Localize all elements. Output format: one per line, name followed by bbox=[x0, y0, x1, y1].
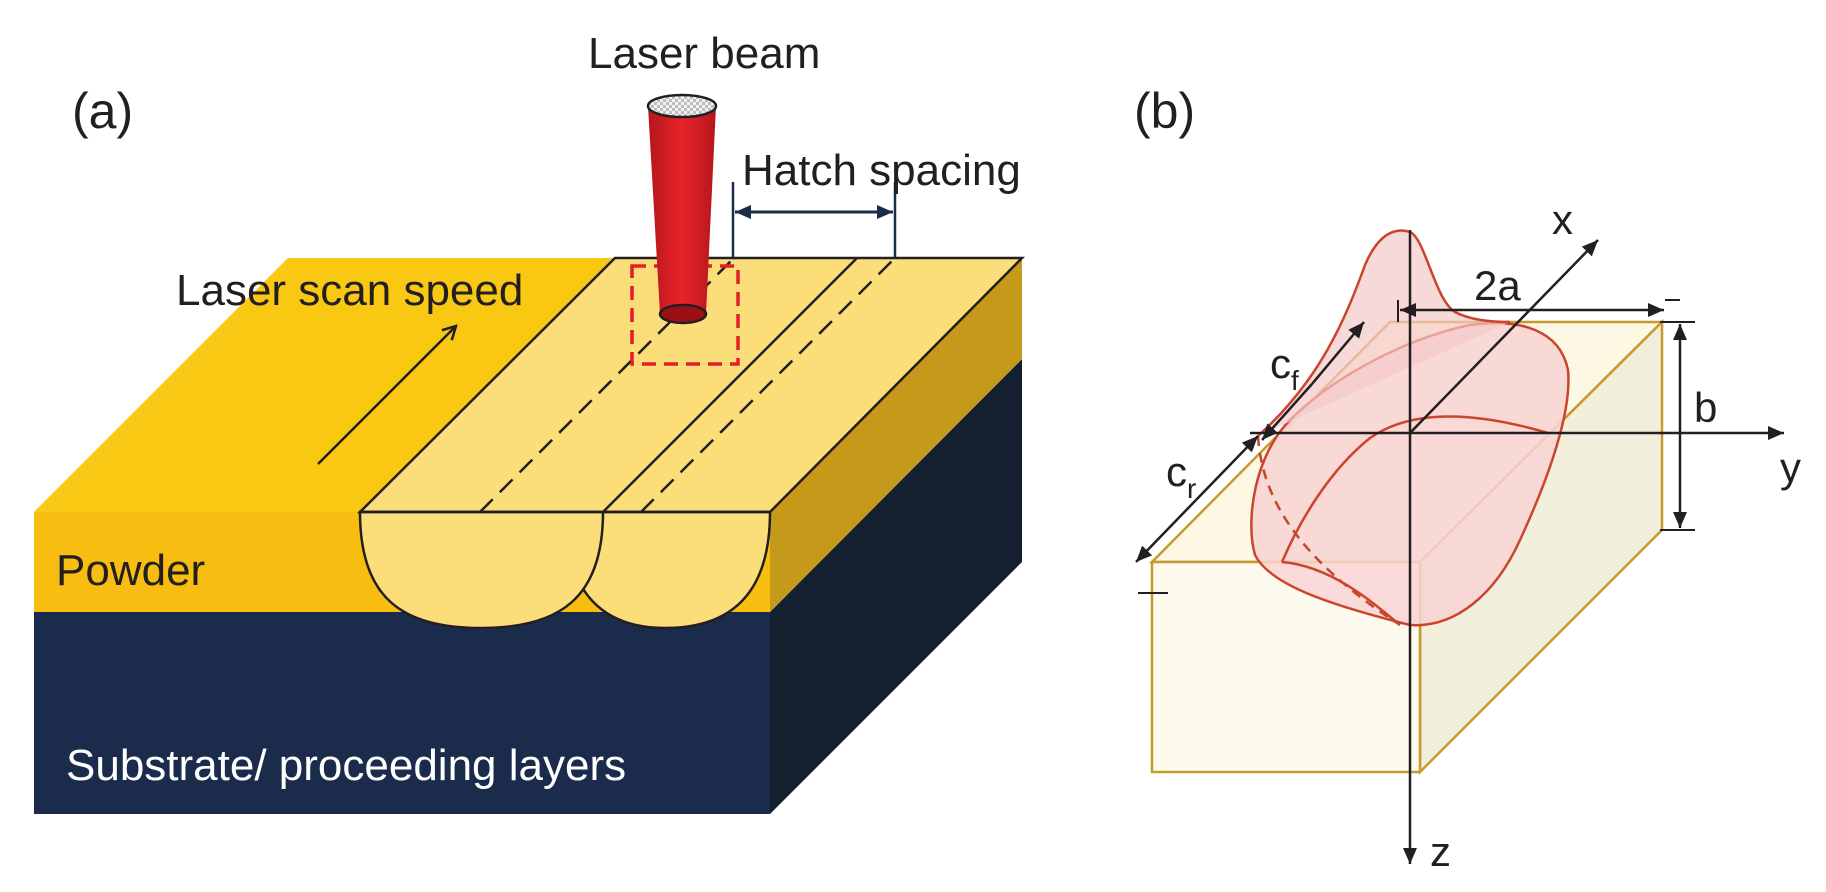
panel-b: (b) x y z 2a b cf cr bbox=[1134, 83, 1801, 875]
scan-direction-arrow bbox=[317, 326, 456, 465]
powder-label: Powder bbox=[56, 546, 205, 595]
width-label: 2a bbox=[1474, 262, 1521, 309]
hatch-spacing-label: Hatch spacing bbox=[742, 146, 1021, 195]
laser-beam-top bbox=[646, 93, 718, 119]
substrate-side-face bbox=[770, 359, 1022, 814]
substrate-label: Substrate/ proceeding layers bbox=[66, 741, 626, 790]
laser-spot bbox=[658, 303, 708, 325]
panel-a-tag: (a) bbox=[72, 83, 133, 139]
laser-scan-speed-label: Laser scan speed bbox=[176, 266, 523, 315]
laser-beam-label: Laser beam bbox=[588, 29, 820, 78]
cf-arrow-up bbox=[1311, 321, 1365, 385]
cr-arrow-down bbox=[1135, 499, 1197, 563]
panel-b-tag: (b) bbox=[1134, 83, 1195, 139]
depth-label: b bbox=[1694, 384, 1717, 431]
melt-pool-1 bbox=[358, 510, 605, 630]
powder-side-face bbox=[770, 258, 1022, 612]
panel-a: (a) Laser beam Hatch spacing Laser scan … bbox=[34, 29, 1026, 814]
lower-profile bbox=[1281, 560, 1401, 626]
rear-length-label: cr bbox=[1166, 448, 1196, 504]
z-axis-label: z bbox=[1430, 828, 1451, 875]
track-divider bbox=[602, 257, 858, 513]
cf-arrow-down bbox=[1261, 383, 1313, 441]
x-axis bbox=[1409, 239, 1599, 434]
hidden-profile bbox=[1256, 435, 1401, 627]
heat-source-section bbox=[1280, 415, 1549, 563]
x-axis-label: x bbox=[1552, 196, 1573, 243]
gaussian-peak bbox=[1257, 229, 1511, 437]
track-centerline-2 bbox=[640, 257, 896, 513]
track-centerline-1 bbox=[479, 257, 735, 513]
laser-beam-cone bbox=[648, 106, 716, 314]
cr-arrow-up bbox=[1195, 435, 1259, 501]
y-axis-label: y bbox=[1780, 444, 1801, 491]
substrate-front-face bbox=[34, 612, 770, 814]
front-length-label: cf bbox=[1270, 340, 1299, 396]
